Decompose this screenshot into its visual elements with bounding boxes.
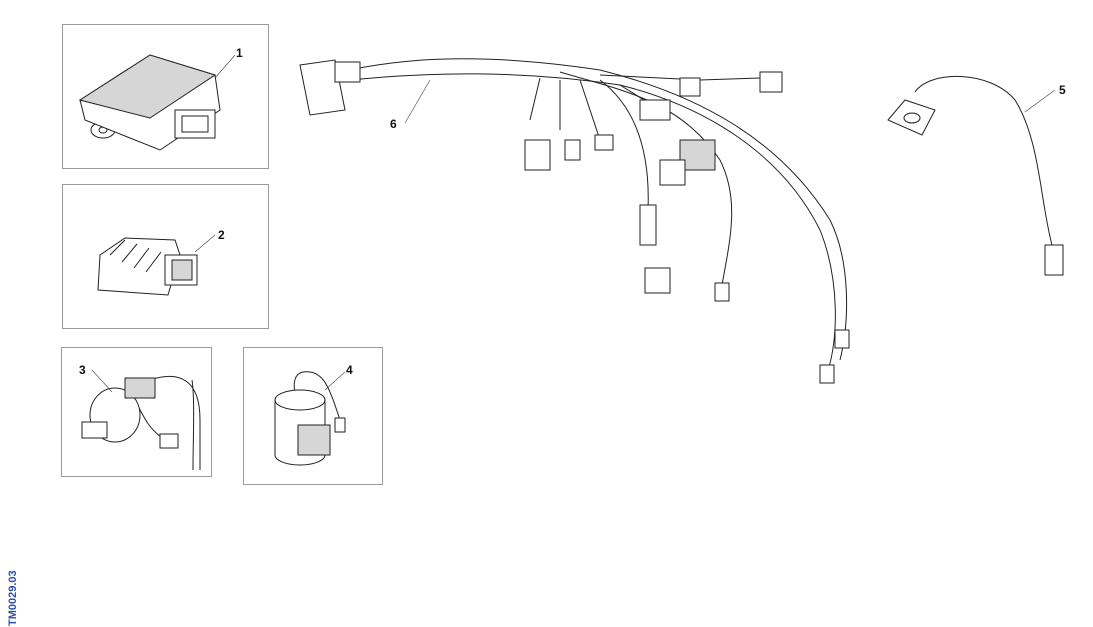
drawing-code: TM0029.03 [7, 570, 19, 626]
main-harness-drawing[interactable] [299, 58, 850, 384]
sensor-coil-drawing[interactable] [274, 371, 346, 466]
callout-5: 5 [1059, 83, 1066, 97]
callout-4: 4 [346, 363, 353, 377]
callout-3: 3 [79, 363, 86, 377]
callout-2: 2 [218, 228, 225, 242]
voltage-regulator-drawing[interactable] [97, 234, 216, 296]
callout-6: 6 [390, 117, 397, 131]
callout-1: 1 [236, 46, 243, 60]
ignition-coil-drawing[interactable] [81, 369, 201, 471]
sensor-with-cable-drawing[interactable] [887, 76, 1064, 276]
control-unit-drawing[interactable] [78, 54, 236, 151]
